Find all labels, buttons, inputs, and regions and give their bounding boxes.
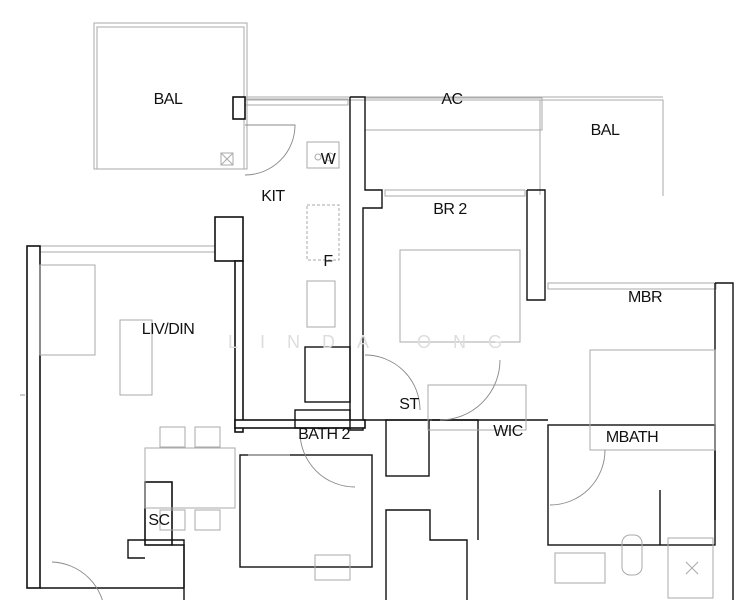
room-label-liv-din: LIV/DIN xyxy=(141,321,195,338)
room-label-bal-left: BAL xyxy=(153,91,183,108)
room-label-st: ST xyxy=(399,396,419,413)
door-swings xyxy=(20,124,606,600)
room-label-mbr: MBR xyxy=(627,289,663,306)
room-label-bath2: BATH 2 xyxy=(298,426,350,443)
appliance-label-fridge: F xyxy=(323,253,333,270)
appliance-label-washer: W xyxy=(320,151,336,168)
watermark: LINDA ONG xyxy=(228,332,525,352)
room-label-mbath: MBATH xyxy=(605,429,659,446)
room-label-sc: SC xyxy=(148,512,170,529)
balcony-right xyxy=(543,99,664,196)
ac-ledge xyxy=(245,96,663,195)
room-label-br2: BR 2 xyxy=(433,201,467,218)
room-label-ac: AC xyxy=(441,91,463,108)
walls xyxy=(26,96,734,600)
room-label-wic: WIC xyxy=(493,423,523,440)
room-label-bal-right: BAL xyxy=(590,122,620,139)
room-label-kit: KIT xyxy=(261,188,285,205)
furniture xyxy=(39,141,716,599)
